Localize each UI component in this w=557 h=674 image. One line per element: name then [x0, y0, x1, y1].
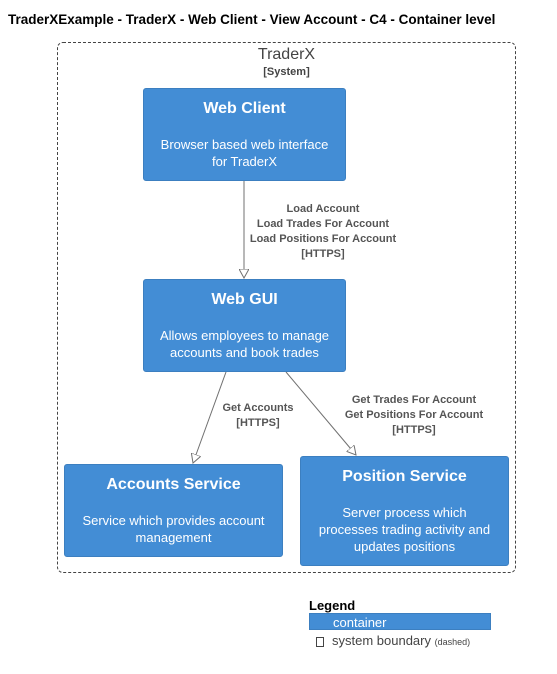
- edge-label-line: Get Trades For Account: [351, 394, 477, 406]
- node-description: Browser based web interface for TraderX: [144, 136, 345, 170]
- container-swatch-icon: [317, 618, 325, 629]
- node-title: Accounts Service: [106, 476, 241, 493]
- desc-line: management: [135, 530, 212, 545]
- node-title: Position Service: [342, 468, 467, 485]
- edge-label-line: [HTTPS]: [236, 417, 280, 429]
- desc-line: updates positions: [353, 539, 456, 554]
- edge-label-line: [HTTPS]: [301, 248, 345, 260]
- desc-line: processes trading activity and: [318, 522, 491, 537]
- legend-container: container: [309, 613, 491, 630]
- edge-label-line: Get Positions For Account: [344, 409, 484, 421]
- legend-boundary-label: system boundary: [332, 633, 431, 648]
- node-description: Allows employees to manage accounts and …: [144, 327, 345, 361]
- node-title: Web Client: [203, 100, 286, 117]
- edge-webgui-position: [285, 371, 356, 455]
- legend-boundary-note: (dashed): [434, 637, 471, 647]
- edge-label-gui-to-position: Get Trades For Account Get Positions For…: [339, 393, 489, 438]
- edge-label-line: Load Positions For Account: [249, 233, 397, 245]
- node-web-client[interactable]: Web Client Browser based web interface f…: [143, 88, 346, 181]
- node-accounts-service[interactable]: Accounts Service Service which provides …: [64, 464, 283, 557]
- system-boundary: [57, 42, 516, 573]
- boundary-swatch-icon: [316, 636, 324, 647]
- desc-line: for TraderX: [211, 154, 278, 169]
- legend-container-label: container: [333, 615, 387, 630]
- boundary-name: TraderX: [257, 46, 316, 63]
- edge-label-line: [HTTPS]: [392, 424, 436, 436]
- node-position-service[interactable]: Position Service Server process which pr…: [300, 456, 509, 566]
- desc-line: Server process which: [342, 505, 467, 520]
- edge-label-line: Get Accounts: [222, 402, 294, 414]
- node-title: Web GUI: [211, 291, 278, 308]
- edge-label-line: Load Account: [286, 203, 360, 215]
- legend-title: Legend: [309, 598, 356, 613]
- node-description: Service which provides account managemen…: [65, 512, 282, 546]
- boundary-type: [System]: [263, 66, 310, 78]
- desc-line: Browser based web interface: [160, 137, 329, 152]
- edge-label-line: Load Trades For Account: [256, 218, 390, 230]
- node-web-gui[interactable]: Web GUI Allows employees to manage accou…: [143, 279, 346, 372]
- desc-line: Service which provides account: [82, 513, 265, 528]
- desc-line: Allows employees to manage: [159, 328, 330, 343]
- desc-line: accounts and book trades: [170, 345, 319, 360]
- node-description: Server process which processes trading a…: [301, 504, 508, 555]
- diagram-title: TraderXExample - TraderX - Web Client - …: [8, 12, 496, 27]
- legend-boundary: system boundary (dashed): [309, 632, 491, 649]
- edge-label-gui-to-accounts: Get Accounts [HTTPS]: [213, 401, 303, 431]
- edge-label-client-to-gui: Load Account Load Trades For Account Loa…: [243, 202, 403, 262]
- edge-webgui-accounts: [193, 371, 227, 463]
